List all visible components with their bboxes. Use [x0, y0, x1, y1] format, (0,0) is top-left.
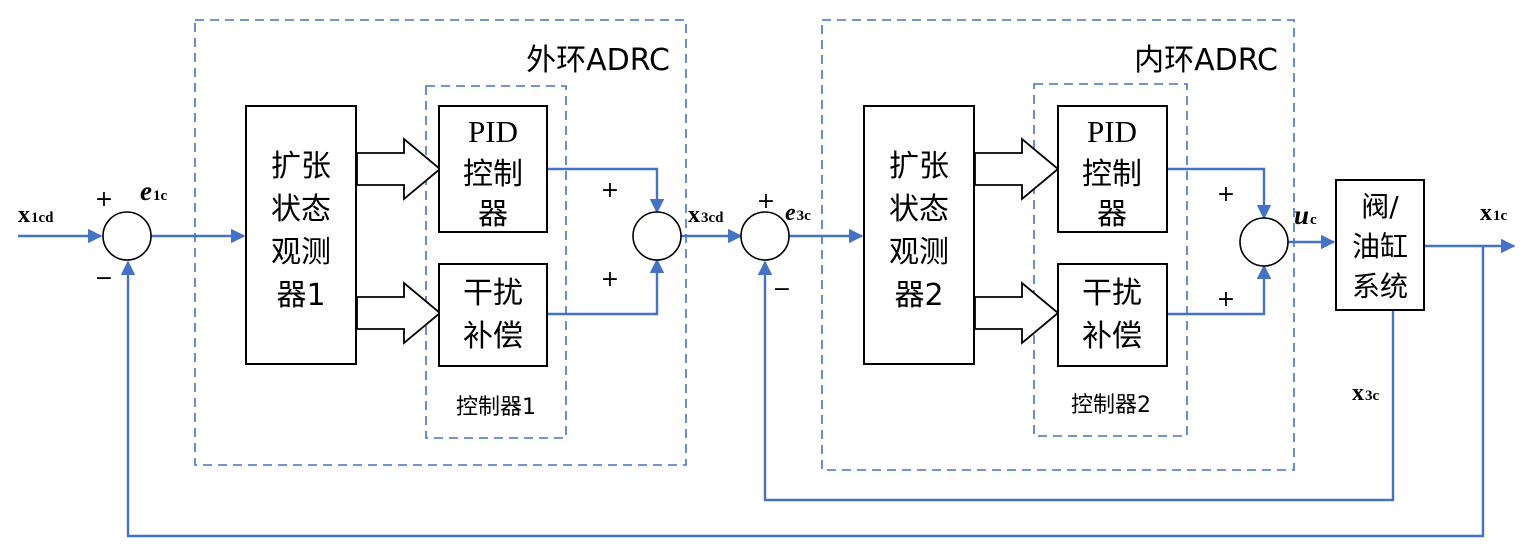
sum-junction-4: [1239, 217, 1289, 267]
label-e1c: e1c: [140, 176, 167, 206]
wire-outer-feedback: [120, 246, 1485, 538]
sign-plus-sum1: +: [95, 187, 113, 212]
comp2-block: [1057, 263, 1168, 367]
label-x1cd: x1cd: [18, 202, 54, 228]
sign-plus-sum4-bottom: +: [1217, 287, 1235, 312]
label-x3c: x3c: [1352, 380, 1380, 406]
sign-plus-sum2-bottom: +: [601, 267, 619, 292]
inner-adrc-frame: [821, 19, 1295, 471]
controller2-label: 控制器2: [1071, 393, 1151, 418]
controller1-frame: [425, 85, 567, 439]
outer-adrc-title: 外环ADRC: [526, 43, 670, 78]
comp2-line1: 干扰: [1082, 276, 1142, 311]
eso2-line4: 器2: [894, 278, 943, 313]
eso2-line3: 观测: [889, 235, 949, 270]
sign-minus-sum3: −: [773, 277, 791, 302]
label-x1c: x1c: [1480, 200, 1508, 226]
pid1-line2: 控制: [463, 157, 523, 192]
sum-junction-1: [102, 211, 152, 261]
pid2-block: [1057, 105, 1168, 233]
comp2-line2: 补偿: [1082, 319, 1142, 354]
comp1-line1: 干扰: [463, 276, 523, 311]
sign-plus-sum3: +: [757, 189, 775, 214]
controller1-label: 控制器1: [456, 395, 536, 420]
plant-block: [1335, 179, 1425, 311]
pid1-line1: PID: [468, 114, 518, 149]
eso1-block: [245, 105, 357, 365]
eso1-line1: 扩张: [271, 149, 331, 184]
comp1-line2: 补偿: [463, 319, 523, 354]
wire-inner-feedback: [757, 260, 1395, 502]
plant-line3: 系统: [1352, 270, 1408, 303]
wire-pid1-out: [547, 167, 665, 214]
eso2-line2: 状态: [889, 192, 949, 227]
pid1-block: [438, 105, 548, 233]
sum-junction-3: [740, 211, 790, 261]
wire-comp2-out: [1167, 264, 1272, 316]
wire-pid2-out: [1167, 167, 1272, 220]
wire-comp1-out: [547, 258, 665, 316]
eso2-block: [863, 105, 975, 365]
plant-line1: 阀/: [1361, 190, 1399, 223]
eso2-line1: 扩张: [889, 149, 949, 184]
label-uc: uc: [1294, 200, 1317, 230]
eso1-line2: 状态: [271, 192, 331, 227]
outer-adrc-frame: [194, 19, 687, 466]
sign-plus-sum4-top: +: [1217, 182, 1235, 207]
fat-arrow-eso1-comp: [356, 281, 442, 345]
pid1-line3: 器: [478, 197, 508, 232]
eso1-line4: 器1: [276, 278, 325, 313]
pid2-line3: 器: [1097, 197, 1127, 232]
sum-junction-2: [632, 211, 682, 261]
sign-plus-sum2-top: +: [601, 178, 619, 203]
plant-line2: 油缸: [1352, 230, 1408, 263]
pid2-line1: PID: [1087, 114, 1137, 149]
pid2-line2: 控制: [1082, 157, 1142, 192]
eso1-line3: 观测: [271, 235, 331, 270]
comp1-block: [438, 263, 548, 367]
fat-arrow-eso2-pid: [974, 137, 1060, 201]
controller2-frame: [1033, 83, 1188, 437]
label-e3c: e3c: [785, 200, 811, 226]
fat-arrow-eso1-pid: [356, 137, 442, 201]
fat-arrow-eso2-comp: [974, 281, 1060, 345]
inner-adrc-title: 内环ADRC: [1134, 43, 1278, 78]
sign-minus-sum1: −: [95, 266, 113, 291]
label-x3cd: x3cd: [688, 202, 724, 228]
